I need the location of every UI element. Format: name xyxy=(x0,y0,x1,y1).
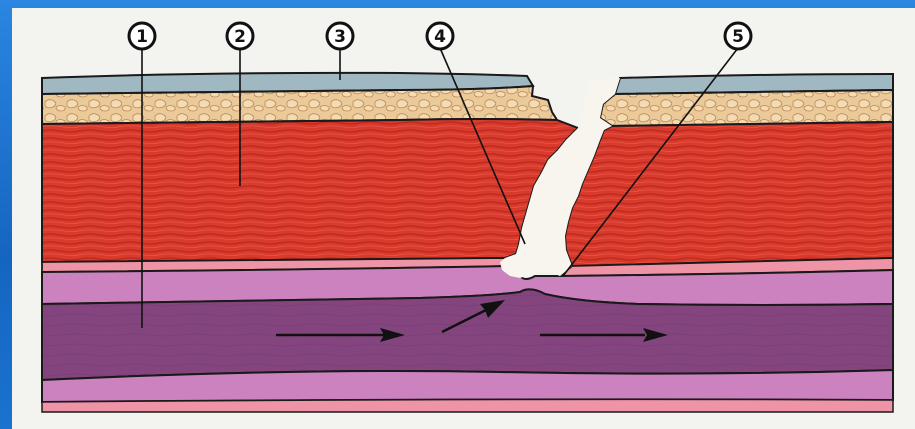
label-2: 2 xyxy=(227,23,253,49)
right-tissue xyxy=(560,74,893,276)
label-5-text: 5 xyxy=(732,27,744,47)
label-2-text: 2 xyxy=(234,27,246,47)
label-3: 3 xyxy=(327,23,353,49)
label-4-text: 4 xyxy=(434,27,446,47)
fat-layer-right xyxy=(600,90,893,126)
muscle-layer-left xyxy=(42,119,578,262)
muscle-layer-right xyxy=(565,122,893,266)
label-5: 5 xyxy=(725,23,751,49)
label-4: 4 xyxy=(427,23,453,49)
left-tissue xyxy=(42,73,578,272)
label-1: 1 xyxy=(129,23,155,49)
label-3-text: 3 xyxy=(334,27,346,47)
vessel-wall-lower xyxy=(42,370,893,402)
bottom-strip xyxy=(42,399,893,412)
label-1-text: 1 xyxy=(136,27,148,47)
